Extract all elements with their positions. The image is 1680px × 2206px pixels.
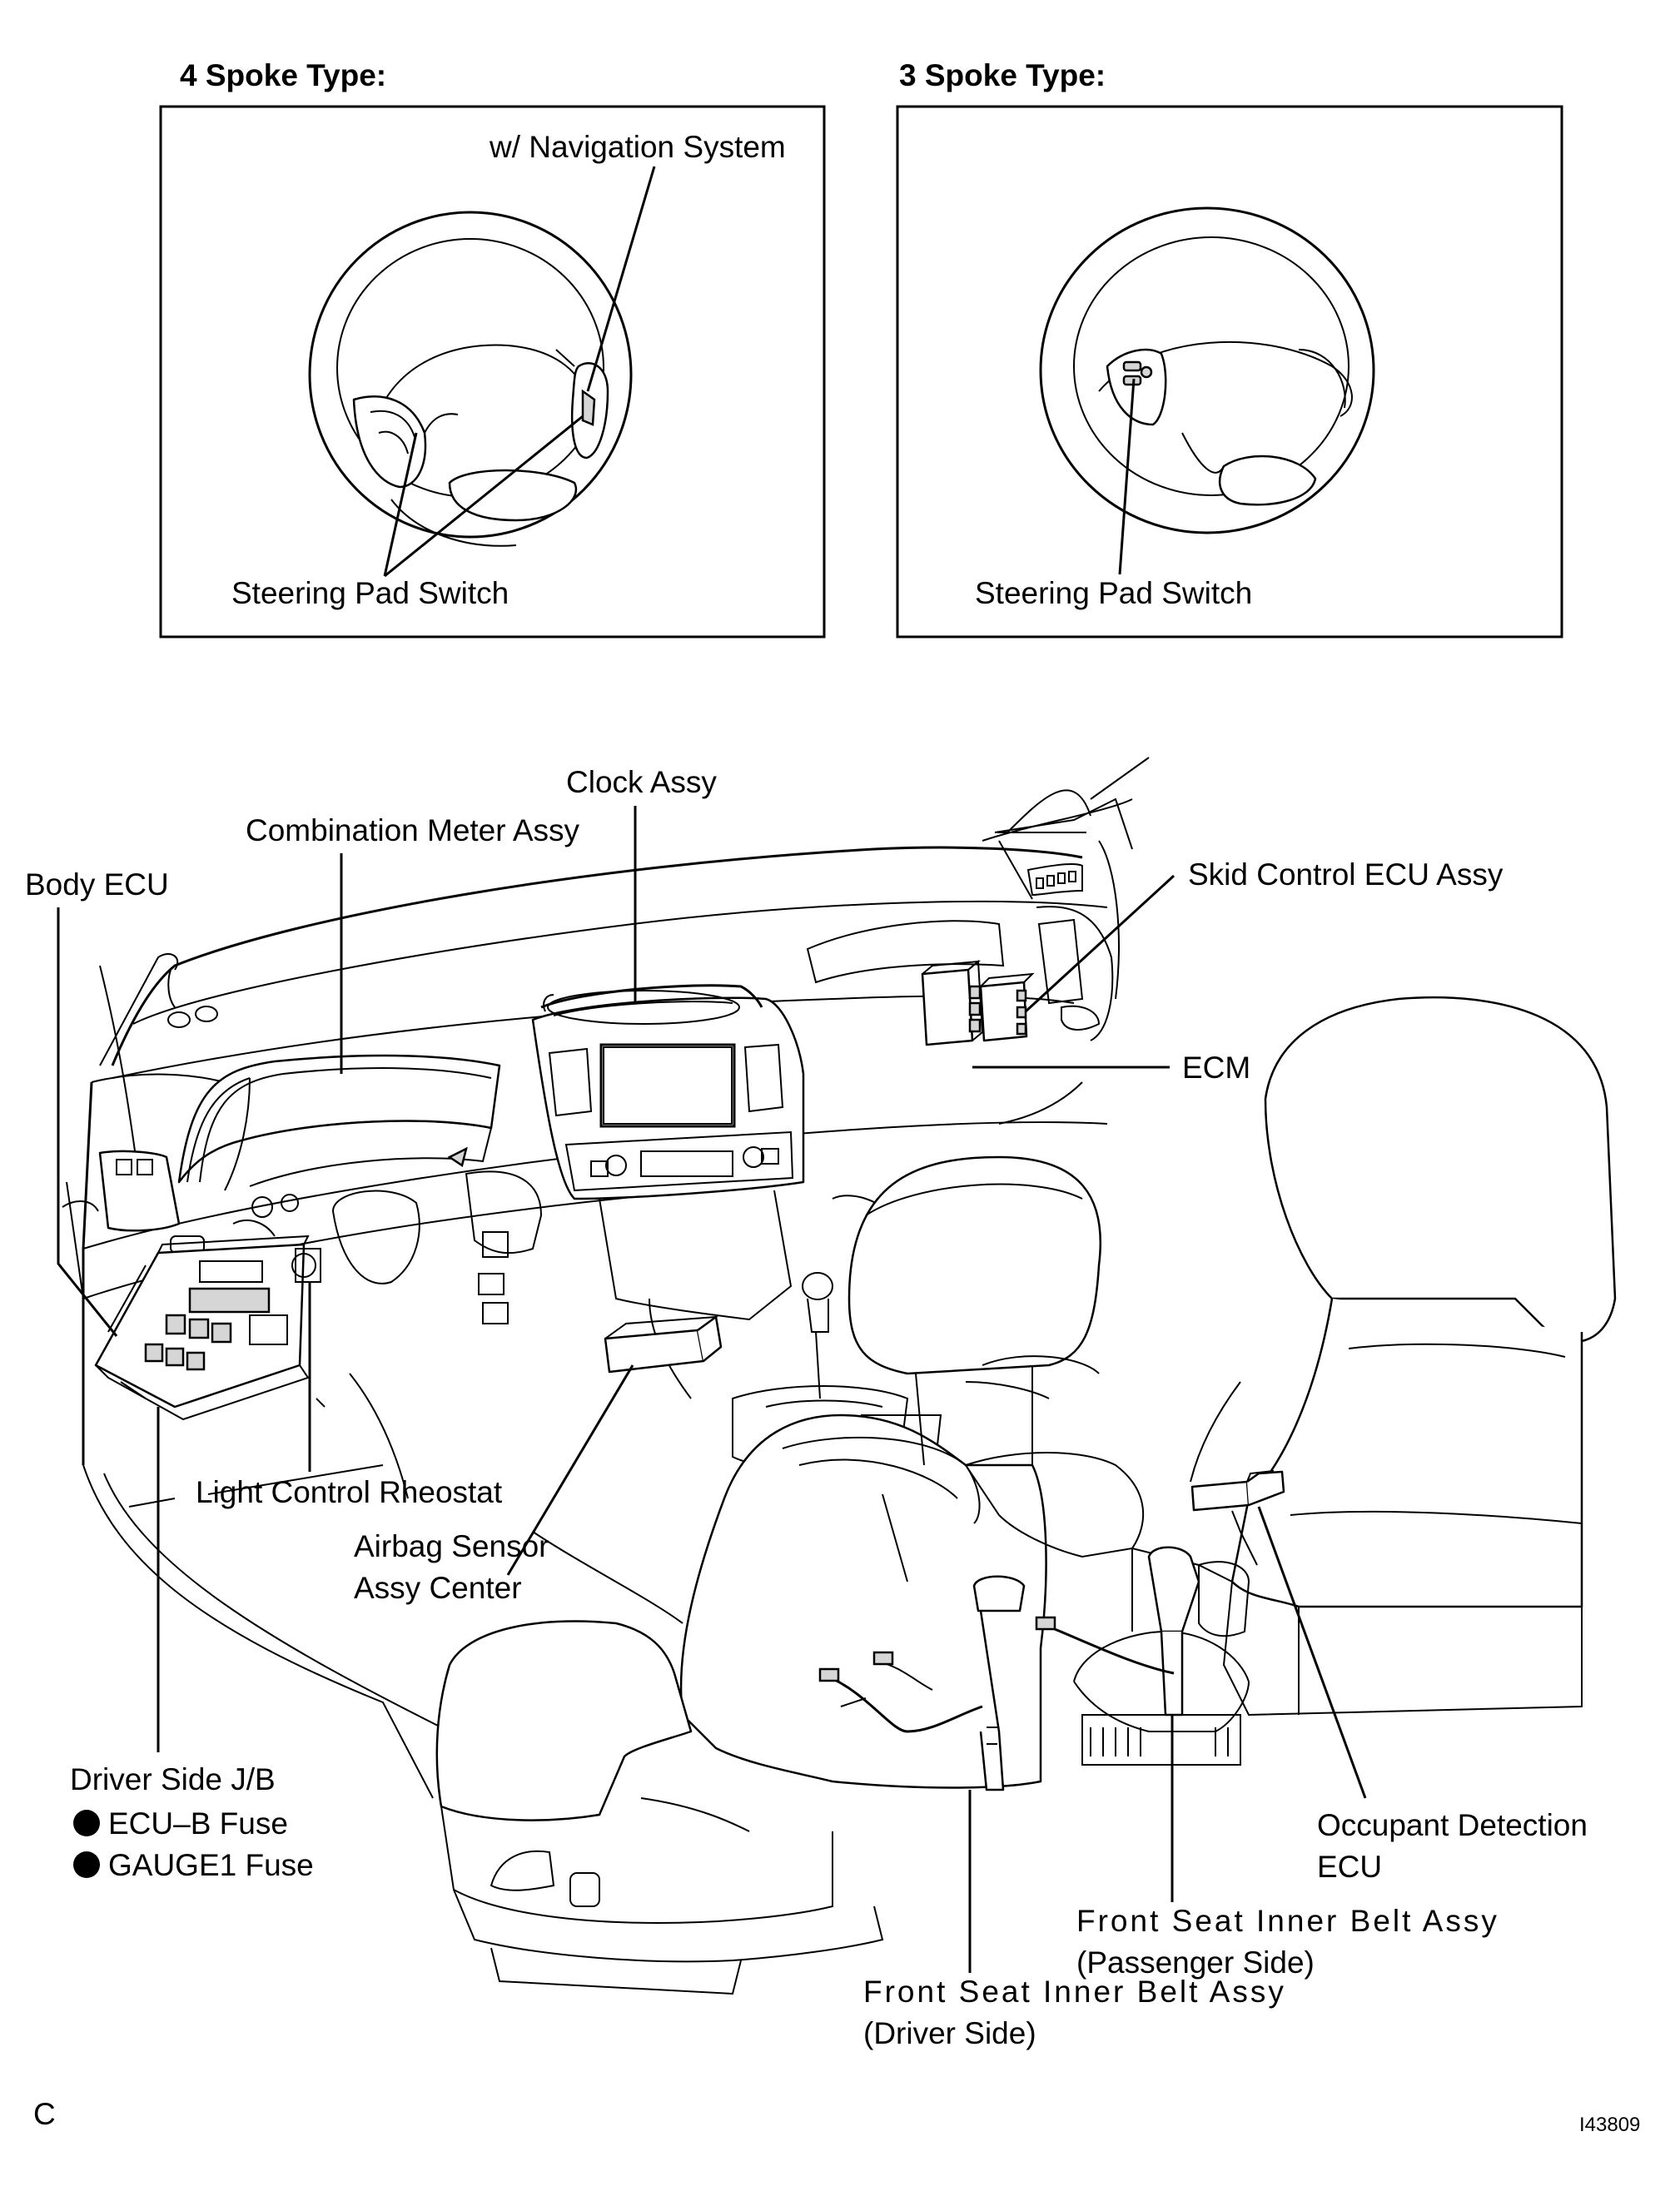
gauge1-fuse-bullet bbox=[73, 1851, 100, 1878]
navigation-system-label: w/ Navigation System bbox=[489, 130, 786, 164]
ecu-b-fuse-label: ECU–B Fuse bbox=[108, 1806, 288, 1841]
navigation-leader bbox=[586, 166, 656, 392]
skid-control-ecu-leader bbox=[1024, 874, 1176, 1013]
skid-control-ecu-label: Skid Control ECU Assy bbox=[1188, 857, 1504, 892]
figure-id: I43809 bbox=[1579, 2114, 1640, 2136]
panel-4-spoke-frame bbox=[159, 105, 826, 638]
belt-driver-label-line1: Front Seat Inner Belt Assy bbox=[863, 1975, 1286, 2009]
airbag-sensor-leader bbox=[506, 1364, 634, 1576]
light-control-rheostat-label: Light Control Rheostat bbox=[196, 1475, 503, 1509]
pad-switch-leader-3 bbox=[1118, 378, 1136, 575]
belt-driver-label-line2: (Driver Side) bbox=[863, 2016, 1036, 2050]
ecm-label: ECM bbox=[1182, 1051, 1250, 1085]
panel-3-spoke-title: 3 Spoke Type: bbox=[899, 58, 1106, 92]
body-ecu-label: Body ECU bbox=[25, 867, 169, 902]
interior-drawing bbox=[62, 757, 1617, 1995]
driver-jb-label: Driver Side J/B bbox=[70, 1762, 276, 1796]
occupant-detection-label-line1: Occupant Detection bbox=[1317, 1808, 1588, 1842]
occupant-detection-label-line2: ECU bbox=[1317, 1850, 1382, 1884]
steering-wheel-4-spoke bbox=[308, 211, 633, 547]
clock-assy-label: Clock Assy bbox=[566, 765, 717, 799]
combination-meter-label: Combination Meter Assy bbox=[246, 813, 580, 847]
gauge1-fuse-label: GAUGE1 Fuse bbox=[108, 1848, 314, 1882]
belt-passenger-label-line1: Front Seat Inner Belt Assy bbox=[1076, 1904, 1499, 1938]
corner-mark: C bbox=[33, 2097, 56, 2131]
body-ecu-leader bbox=[57, 907, 118, 1337]
ecu-b-fuse-bullet bbox=[73, 1810, 100, 1836]
panel-3-spoke: 3 Spoke Type: Steering Pad Switch bbox=[896, 58, 1563, 638]
airbag-sensor-label-line2: Assy Center bbox=[354, 1571, 522, 1605]
occupant-detection-leader bbox=[1257, 1506, 1367, 1799]
steering-pad-switch-label-4: Steering Pad Switch bbox=[231, 576, 509, 610]
panel-4-spoke: 4 Spoke Type: w/ Navigation System Steer… bbox=[159, 58, 826, 638]
pad-switch-leader-right bbox=[384, 415, 584, 578]
pad-switch-leader-left bbox=[383, 432, 418, 577]
belt-passenger-label-line2: (Passenger Side) bbox=[1076, 1945, 1315, 1980]
steering-pad-switch-label-3: Steering Pad Switch bbox=[975, 576, 1252, 610]
component-labels: Body ECU Combination Meter Assy Clock As… bbox=[25, 765, 1588, 2050]
panel-4-spoke-title: 4 Spoke Type: bbox=[180, 58, 386, 92]
panel-3-spoke-frame bbox=[896, 105, 1563, 638]
airbag-sensor-label-line1: Airbag Sensor bbox=[354, 1529, 549, 1563]
steering-wheel-3-spoke bbox=[1039, 206, 1375, 534]
